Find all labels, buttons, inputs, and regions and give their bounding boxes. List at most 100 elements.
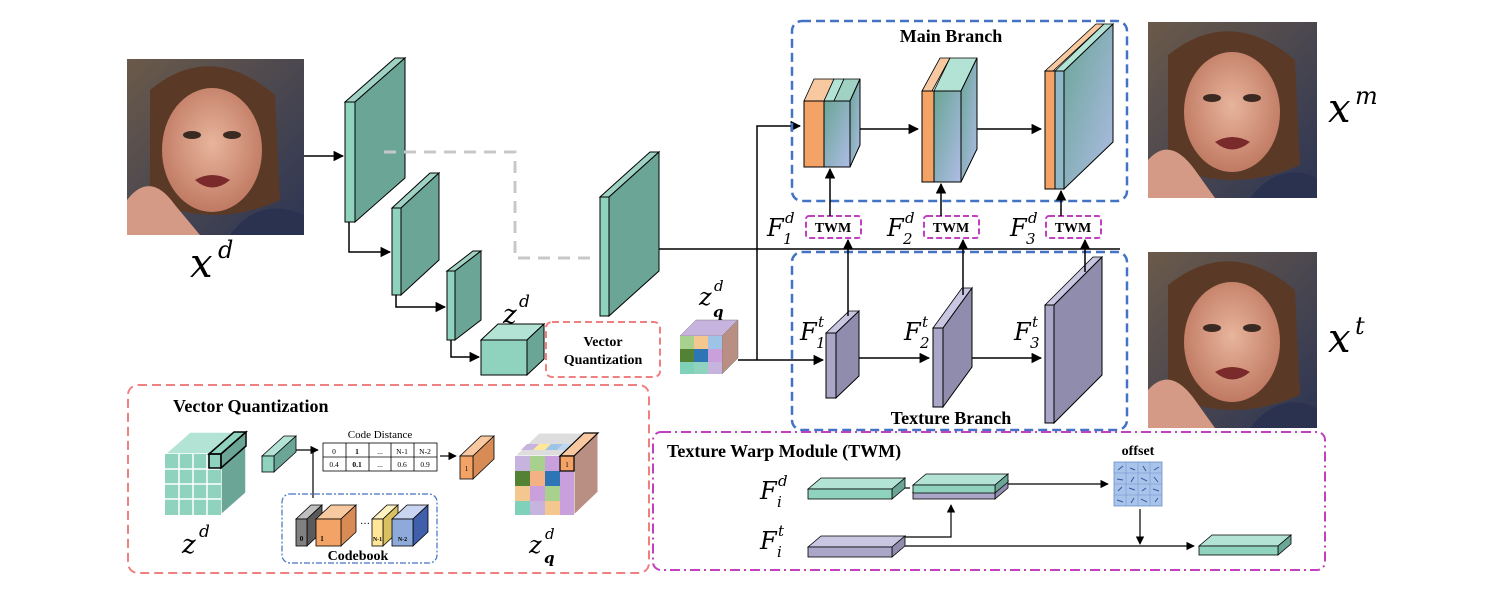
twm-tag-1-label: TWM xyxy=(815,221,852,236)
label-x-t: x xyxy=(1328,316,1351,362)
middle-feature-block xyxy=(598,150,661,318)
label-z-d-sup: d xyxy=(519,292,530,312)
twm-offset-field: offset xyxy=(1113,444,1163,507)
twm-fid-slab xyxy=(806,477,907,500)
label-F2t-sub: 2 xyxy=(919,334,930,352)
texture-block-2 xyxy=(932,286,973,409)
cd-r2-c1: 0.4 xyxy=(329,460,339,469)
label-Fit-sub: i xyxy=(777,543,782,561)
label-F3d-sup: d xyxy=(1028,209,1038,227)
label-F1t-sub: 1 xyxy=(816,334,826,352)
label-F1d: F xyxy=(766,214,785,242)
codebook-label: Codebook xyxy=(328,549,389,564)
label-vq-zq-sub: q xyxy=(544,549,555,567)
twm-tag-2: TWM xyxy=(923,215,980,239)
label-F3t-sub: 3 xyxy=(1030,334,1040,352)
twm-tag-3: TWM xyxy=(1045,215,1102,239)
label-z-d: z xyxy=(502,300,517,330)
texture-branch-box: Texture Branch xyxy=(790,250,1129,432)
arrow-enc3-latent xyxy=(450,340,481,363)
code-distance-title: Code Distance xyxy=(348,429,413,441)
label-zq: z xyxy=(698,283,712,311)
label-x-t-sup: t xyxy=(1355,312,1365,340)
label-F1t: F xyxy=(799,318,818,346)
vq-input-grid-cube xyxy=(163,430,248,517)
label-F3t: F xyxy=(1013,318,1032,346)
cd-r2-c5: 0.9 xyxy=(420,460,430,469)
label-F1t-sup: t xyxy=(818,313,825,331)
twm-tag-2-label: TWM xyxy=(933,221,970,236)
texture-block-1 xyxy=(825,309,860,400)
label-F1d-sup: d xyxy=(785,209,795,227)
label-vq-z-d: z xyxy=(181,530,196,560)
arrow-enc2-enc3 xyxy=(395,295,447,313)
label-F2d-sup: d xyxy=(905,209,915,227)
vq-box-line2: Quantization xyxy=(564,353,643,368)
label-F3d: F xyxy=(1009,214,1028,242)
code-distance-table: Code Distance 0 1 ... N-1 N-2 0.4 0.1 ..… xyxy=(322,429,438,472)
label-F3t-sup: t xyxy=(1032,313,1039,331)
cd-r2-c2: 0.1 xyxy=(352,460,362,469)
input-face-image xyxy=(127,59,304,235)
codebook-entry-n-2: N-2 xyxy=(398,537,407,543)
label-F2d-sub: 2 xyxy=(902,230,913,248)
twm-tag-3-label: TWM xyxy=(1055,221,1092,236)
label-x-d-sup: d xyxy=(218,236,233,264)
vq-output-code-label: 1 xyxy=(565,461,569,469)
arrow-enc1-enc2 xyxy=(348,222,392,258)
vq-panel: Vector Quantization xyxy=(127,384,650,574)
vq-selected-code: 1 xyxy=(459,435,495,480)
twm-output-slab xyxy=(1197,534,1293,556)
label-vq-zq: z xyxy=(528,531,542,559)
vq-box-line1: Vector xyxy=(583,335,622,350)
codebook-ellipsis: … xyxy=(360,516,370,527)
vq-panel-title: Vector Quantization xyxy=(173,396,329,416)
texture-block-3 xyxy=(1044,255,1103,425)
codebook-entry-0: 0 xyxy=(300,535,304,543)
latent-cube-zd xyxy=(479,322,546,377)
label-vq-z-d-sup: d xyxy=(199,522,210,542)
cd-r1-c2: 1 xyxy=(355,447,359,456)
label-F1d-sub: 1 xyxy=(783,230,793,248)
quantized-cube xyxy=(679,319,739,375)
label-F3d-sub: 3 xyxy=(1026,230,1036,248)
cd-r1-c4: N-1 xyxy=(396,447,408,456)
main-branch-label: Main Branch xyxy=(900,26,1003,46)
encoder-block-1 xyxy=(343,56,407,224)
vq-output-grid-cube: 1 xyxy=(513,431,600,517)
label-Fit-sup: t xyxy=(778,522,785,540)
encoder-block-2 xyxy=(390,171,441,297)
label-F2t-sup: t xyxy=(922,313,929,331)
vq-selected-code-label: 1 xyxy=(465,465,469,473)
label-zq-sub: q xyxy=(713,303,724,321)
cd-r1-c1: 0 xyxy=(332,447,336,456)
arrow-to-main-branch xyxy=(756,120,802,360)
main-block-3 xyxy=(1043,22,1114,191)
cd-r1-c3: ... xyxy=(377,447,383,456)
label-zq-sup: d xyxy=(714,277,724,295)
twm-tag-1: TWM xyxy=(805,215,862,239)
main-block-2 xyxy=(921,57,978,183)
cd-r2-c3: ... xyxy=(377,460,383,469)
output-main-face-image xyxy=(1148,22,1317,198)
label-x-m-sup: m xyxy=(1355,82,1378,110)
label-Fid: F xyxy=(759,477,778,505)
main-branch-box: Main Branch xyxy=(790,19,1129,203)
label-Fid-sub: i xyxy=(777,493,782,511)
codebook-entry-n-1: N-1 xyxy=(373,537,382,543)
texture-branch-label: Texture Branch xyxy=(891,408,1012,428)
output-texture-face-image xyxy=(1148,252,1317,428)
label-vq-zq-sup: d xyxy=(545,525,555,543)
cd-r2-c4: 0.6 xyxy=(397,460,407,469)
label-Fit: F xyxy=(759,527,778,555)
skip-connection xyxy=(384,150,596,260)
arrow-fit-to-stack xyxy=(905,504,956,538)
codebook-entry-1: 1 xyxy=(320,535,324,543)
twm-fit-slab xyxy=(806,535,907,558)
label-x-m: x xyxy=(1328,86,1351,132)
twm-panel: Texture Warp Module (TWM) xyxy=(652,431,1326,571)
cd-r1-c5: N-2 xyxy=(419,447,431,456)
label-F2d: F xyxy=(886,214,905,242)
